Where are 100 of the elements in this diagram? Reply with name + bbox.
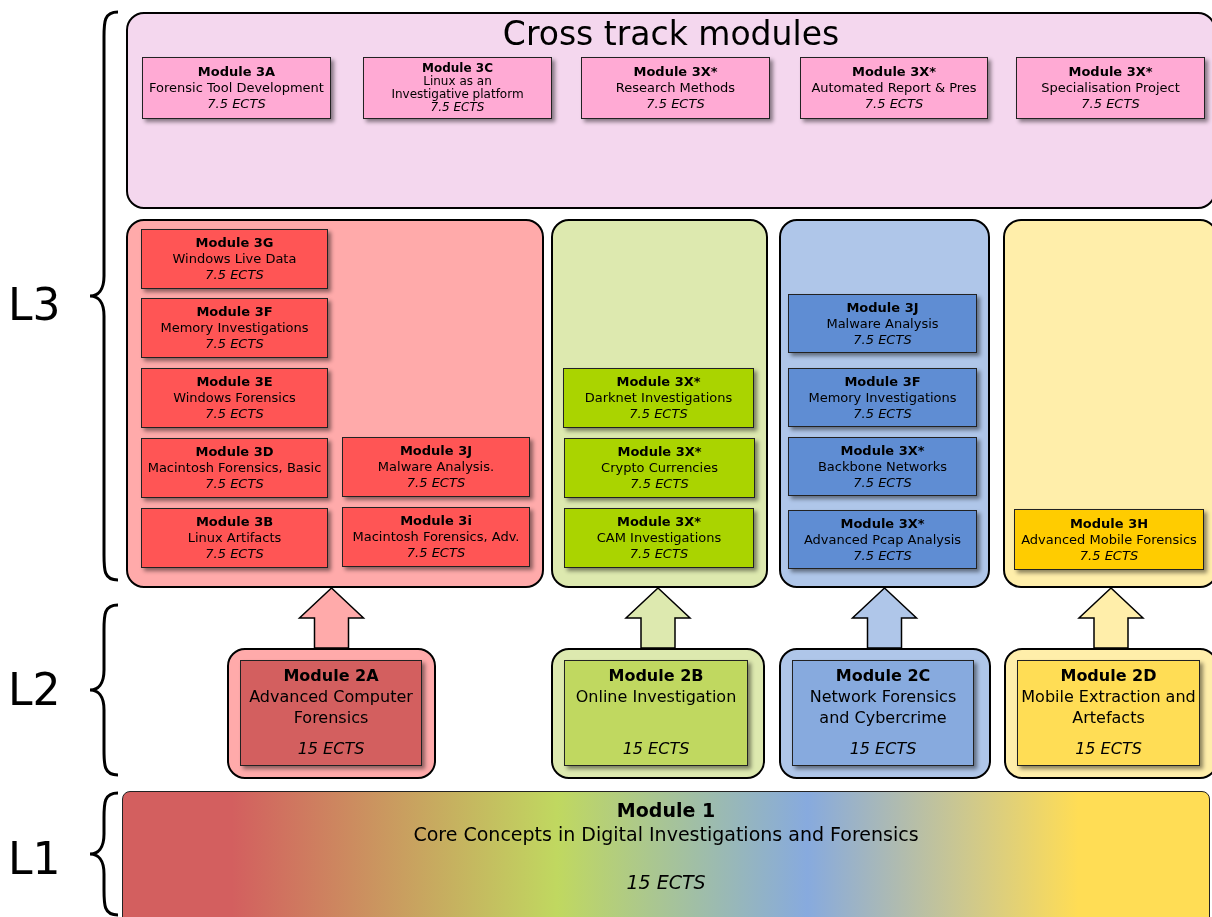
- module-box: [564, 508, 754, 568]
- module-code: Module 2D: [1060, 665, 1157, 686]
- module-code: Module 3D: [195, 444, 274, 460]
- module-box: [363, 57, 552, 119]
- credit-label: 7.5 ECTS: [1081, 96, 1140, 112]
- module-box: [122, 791, 1210, 917]
- module-box: [240, 660, 422, 766]
- credit-label: 7.5 ECTS: [853, 405, 912, 422]
- credit-label: 7.5 ECTS: [630, 476, 689, 492]
- track-panel: [779, 219, 990, 588]
- module-box: [1014, 509, 1204, 570]
- track-panel: [551, 219, 768, 588]
- module-title: Specialisation Project: [1041, 80, 1180, 96]
- credit-label: 15 ECTS: [297, 738, 365, 759]
- track-panel: [551, 648, 765, 779]
- module-title: Linux as an Investigative platform: [390, 75, 525, 101]
- module-code: Module 3C: [422, 62, 493, 75]
- credit-label: 7.5 ECTS: [205, 546, 264, 562]
- module-box: [788, 368, 977, 427]
- module-title: Linux Artifacts: [187, 530, 282, 546]
- module-title: Core Concepts in Digital Investigations and Forensics: [413, 822, 919, 846]
- module-title: Darknet Investigations: [584, 390, 733, 406]
- credit-label: 7.5 ECTS: [430, 101, 485, 114]
- module-box: [342, 437, 530, 497]
- module-box: [792, 660, 974, 766]
- module-title: Network Forensics and Cybercrime: [808, 686, 958, 728]
- block-arrow: [297, 586, 366, 649]
- credit-label: 7.5 ECTS: [205, 336, 264, 352]
- module-title: Online Investigation: [575, 686, 737, 707]
- track-panel: [227, 648, 436, 779]
- module-code: Module 3F: [196, 304, 273, 320]
- module-title: Memory Investigations: [160, 320, 309, 336]
- module-code: Module 3X*: [851, 64, 937, 80]
- module-title: Memory Investigations: [808, 389, 957, 406]
- module-title: Forensic Tool Development: [149, 80, 324, 96]
- module-title: Windows Forensics: [173, 390, 296, 406]
- module-title: Macintosh Forensics, Adv.: [352, 529, 520, 545]
- level-label: L1: [8, 834, 61, 884]
- track-panel: [126, 219, 544, 588]
- module-code: Module 2C: [835, 665, 931, 686]
- module-box: [141, 368, 328, 428]
- module-code: Module 3X*: [616, 514, 702, 530]
- module-box: [342, 507, 530, 567]
- module-code: Module 3G: [195, 235, 274, 251]
- module-code: Module 3J: [399, 443, 473, 459]
- credit-label: 15 ECTS: [626, 870, 706, 894]
- module-box: [581, 57, 770, 119]
- module-title: Advanced Computer Forensics: [248, 686, 414, 728]
- module-box: [788, 437, 977, 496]
- module-box: [141, 229, 328, 289]
- module-code: Module 3J: [846, 299, 919, 316]
- level-label: L3: [8, 280, 61, 330]
- module-title: Advanced Pcap Analysis: [803, 531, 962, 548]
- credit-label: 7.5 ECTS: [853, 331, 912, 348]
- module-code: Module 3X*: [633, 64, 718, 80]
- module-box: [564, 660, 748, 766]
- credit-label: 7.5 ECTS: [629, 406, 688, 422]
- module-code: Module 2A: [283, 665, 379, 686]
- credit-label: 15 ECTS: [1075, 738, 1142, 759]
- module-code: Module 3X*: [840, 442, 925, 459]
- module-box: [788, 510, 977, 569]
- module-title: Research Methods: [615, 80, 736, 96]
- credit-label: 7.5 ECTS: [207, 96, 266, 112]
- module-title: Mobile Extraction and Artefacts: [1020, 686, 1197, 728]
- credit-label: 7.5 ECTS: [864, 96, 924, 112]
- module-code: Module 3X*: [617, 444, 702, 460]
- module-box: [564, 438, 755, 498]
- module-code: Module 3X*: [840, 515, 925, 532]
- block-arrow: [850, 586, 919, 649]
- credit-label: 7.5 ECTS: [1079, 547, 1139, 564]
- credit-label: 15 ECTS: [849, 738, 917, 759]
- panel-title: Cross track modules: [502, 15, 840, 53]
- module-box: [788, 294, 977, 353]
- module-title: Backbone Networks: [817, 458, 948, 475]
- module-title: Malware Analysis.: [377, 459, 495, 475]
- level-label: L2: [8, 665, 61, 715]
- module-code: Module 2B: [608, 665, 704, 686]
- track-panel: [1003, 219, 1212, 588]
- credit-label: 7.5 ECTS: [205, 406, 264, 422]
- credit-label: 7.5 ECTS: [646, 96, 705, 112]
- credit-label: 7.5 ECTS: [629, 546, 689, 562]
- module-code: Module 1: [616, 798, 716, 822]
- module-box: [141, 438, 328, 498]
- credit-label: 7.5 ECTS: [205, 476, 264, 492]
- module-box: [141, 298, 328, 358]
- module-code: Module 3X*: [616, 374, 701, 390]
- module-title: Malware Analysis: [826, 315, 939, 332]
- module-box: [563, 368, 754, 428]
- module-code: Module 3E: [196, 374, 273, 390]
- block-arrow: [624, 586, 692, 649]
- module-code: Module 3B: [195, 514, 274, 530]
- module-title: Windows Live Data: [172, 251, 297, 267]
- credit-label: 7.5 ECTS: [853, 547, 912, 564]
- credit-label: 7.5 ECTS: [205, 267, 264, 283]
- module-box: [1016, 57, 1205, 119]
- module-title: CAM Investigations: [596, 530, 722, 546]
- module-title: Crypto Currencies: [601, 460, 718, 476]
- credit-label: 7.5 ECTS: [853, 474, 912, 491]
- block-arrow: [1077, 586, 1145, 649]
- credit-label: 7.5 ECTS: [406, 545, 466, 561]
